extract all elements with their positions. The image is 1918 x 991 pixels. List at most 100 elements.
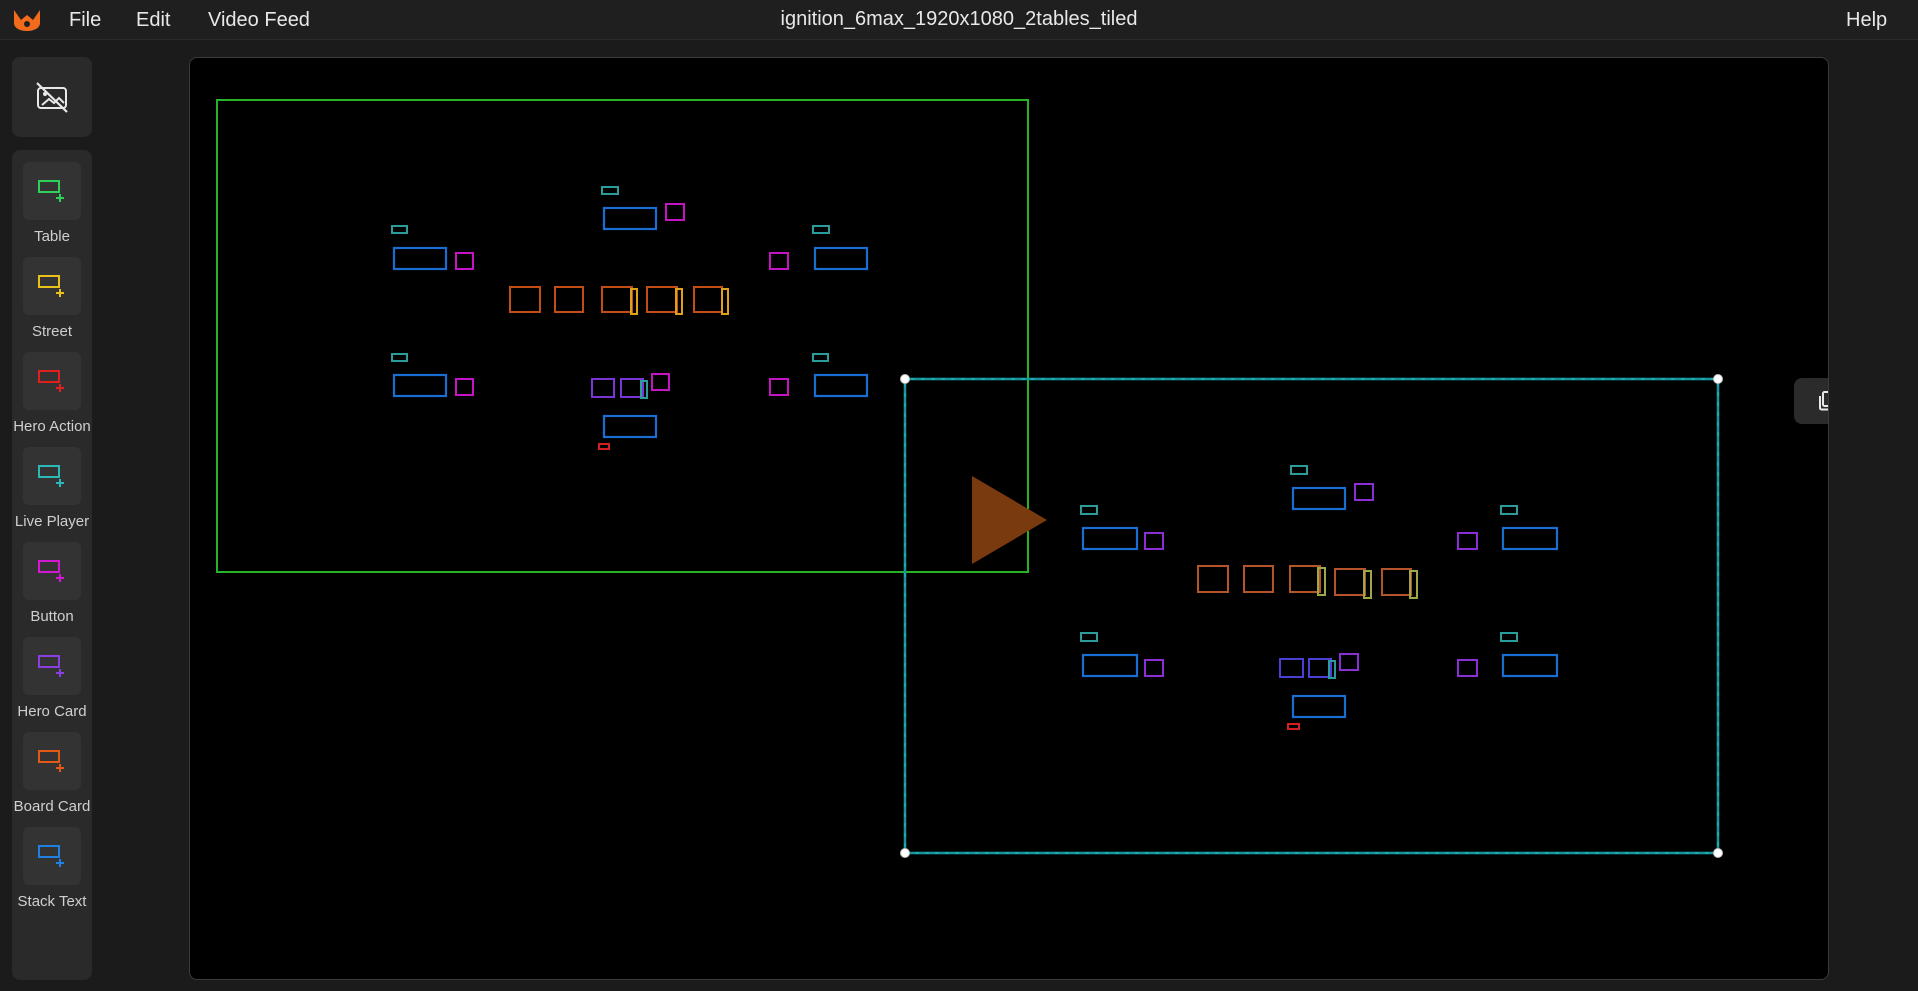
t2-board-card[interactable] [1334,568,1366,596]
resize-handle-top-right[interactable] [1713,374,1723,384]
t2-hero-card[interactable] [1308,658,1332,678]
table-1-region[interactable] [216,99,1029,573]
t2-street[interactable] [1409,570,1418,599]
region-tool-palette: Table Street Hero Action Live Player But… [12,150,92,980]
t2-player-name[interactable] [1080,632,1098,642]
tool-table-button[interactable] [23,162,81,220]
t1-hero-action[interactable] [598,443,610,450]
t2-button[interactable] [1339,653,1359,671]
t1-button[interactable] [769,252,789,270]
t2-button[interactable] [1457,532,1478,550]
tool-stack-text-button[interactable] [23,827,81,885]
t2-stack-text[interactable] [1081,526,1139,551]
t2-stack-text[interactable] [1501,653,1559,678]
menubar: File Edit Video Feed ignition_6max_1920x… [0,0,1918,40]
tool-button[interactable]: Button [12,542,92,632]
t1-board-card[interactable] [554,286,584,313]
t2-player-name[interactable] [1290,465,1308,475]
t2-player-name[interactable] [1080,505,1098,515]
t1-stack-text[interactable] [392,246,448,271]
t2-hero-card[interactable] [1279,658,1304,678]
video-feed-toggle-button[interactable] [12,57,92,137]
t2-player-name[interactable] [1500,632,1518,642]
tool-table[interactable]: Table [12,162,92,252]
menu-help[interactable]: Help [1846,9,1888,31]
tool-hero-action-button[interactable] [23,352,81,410]
video-off-icon [36,82,68,113]
tool-board-card-button[interactable] [23,732,81,790]
t2-stack-text[interactable] [1291,486,1347,511]
tool-board-card-label: Board Card [13,798,91,815]
t1-live-player[interactable] [640,380,648,399]
t1-player-name[interactable] [812,353,829,362]
t1-stack-text[interactable] [392,373,448,398]
play-icon[interactable] [972,476,1047,564]
t2-board-card[interactable] [1243,565,1274,593]
tool-hero-action[interactable]: Hero Action [12,352,92,442]
copy-icon [1819,391,1828,411]
t1-stack-text[interactable] [813,246,869,271]
t1-stack-text[interactable] [602,206,658,231]
t2-button[interactable] [1457,659,1478,677]
t2-stack-text[interactable] [1501,526,1559,551]
t2-board-card[interactable] [1381,568,1412,596]
tool-live-player[interactable]: Live Player [12,447,92,537]
t1-button[interactable] [665,203,685,221]
t1-board-card[interactable] [601,286,633,313]
t2-button[interactable] [1144,659,1164,677]
t1-player-name[interactable] [601,186,619,195]
t2-street[interactable] [1317,567,1326,596]
t1-street[interactable] [721,288,729,315]
tool-stack-text[interactable]: Stack Text [12,827,92,917]
t1-street[interactable] [630,288,638,315]
t2-hero-action[interactable] [1287,723,1300,730]
add-stack-text-icon [38,845,64,867]
editor-canvas[interactable] [189,57,1829,980]
t1-button[interactable] [651,373,670,391]
tool-street-button[interactable] [23,257,81,315]
menu-video-feed[interactable]: Video Feed [208,9,310,31]
t1-player-name[interactable] [391,225,408,234]
t2-stack-text[interactable] [1081,653,1139,678]
t1-board-card[interactable] [646,286,678,313]
resize-handle-bottom-right[interactable] [1713,848,1723,858]
t1-button[interactable] [769,378,789,396]
t1-button[interactable] [455,252,474,270]
add-street-icon [38,275,64,297]
t1-button[interactable] [455,378,474,396]
menu-file[interactable]: File [69,9,102,31]
t1-board-card[interactable] [693,286,723,313]
add-hero-action-icon [38,370,64,392]
window-title-wrap: ignition_6max_1920x1080_2tables_tiled [0,8,1918,31]
t2-button[interactable] [1144,532,1164,550]
t1-stack-text[interactable] [813,373,869,398]
t2-board-card[interactable] [1197,565,1229,593]
t1-street[interactable] [675,288,683,315]
t1-hero-card[interactable] [591,378,615,398]
t2-board-card[interactable] [1289,565,1321,593]
t2-stack-text[interactable] [1291,694,1347,719]
t1-board-card[interactable] [509,286,541,313]
duplicate-region-button[interactable] [1802,378,1828,424]
resize-handle-bottom-left[interactable] [900,848,910,858]
tool-live-player-button[interactable] [23,447,81,505]
tool-hero-card[interactable]: Hero Card [12,637,92,727]
resize-handle-top-left[interactable] [900,374,910,384]
tool-street[interactable]: Street [12,257,92,347]
tool-button-button[interactable] [23,542,81,600]
t1-player-name[interactable] [391,353,408,362]
tool-button-label: Button [30,608,74,625]
t2-player-name[interactable] [1500,505,1518,515]
t1-hero-card[interactable] [620,378,644,398]
t1-stack-text[interactable] [602,414,658,439]
window-title: ignition_6max_1920x1080_2tables_tiled [780,8,1138,30]
t1-player-name[interactable] [812,225,830,234]
canvas-scene [216,99,1723,858]
tool-board-card[interactable]: Board Card [12,732,92,822]
menu-edit[interactable]: Edit [136,9,171,31]
t2-button[interactable] [1354,483,1374,501]
t2-street[interactable] [1363,570,1372,599]
tool-hero-card-button[interactable] [23,637,81,695]
t2-live-player[interactable] [1328,660,1336,679]
table-2-region-selected[interactable] [900,374,1723,858]
